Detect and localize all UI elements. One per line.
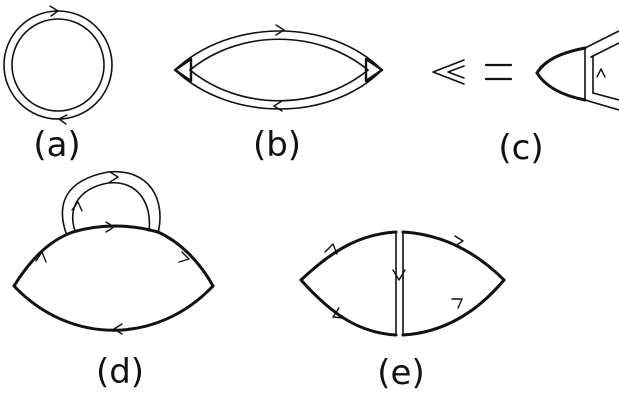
big-vertex-top-dline-b: [591, 43, 619, 57]
arrow-up-icon: [597, 69, 605, 77]
big-vertex-bottom-dline-a: [585, 100, 619, 110]
label-e: (e): [377, 353, 425, 393]
arrow-top-icon: [276, 25, 284, 35]
label-a: (a): [33, 125, 81, 165]
panel-e-split-lens: [301, 232, 504, 335]
loop-outer: [62, 172, 160, 233]
arrow-top-icon: [50, 6, 58, 16]
panel-c-vertex: [433, 31, 619, 110]
arrow-top-mid-icon: [106, 222, 114, 232]
loop-inner-line: [12, 19, 104, 111]
big-vertex-bottom-dline-b: [593, 93, 619, 100]
arrow-top-right-icon: [179, 252, 189, 262]
vertex-right: [366, 59, 382, 81]
arrow-right-top-icon: [455, 236, 463, 246]
left-bottom-arc: [301, 280, 396, 335]
label-d: (d): [95, 352, 145, 392]
arrow-bottom-icon: [114, 324, 122, 334]
right-top-arc: [403, 232, 504, 280]
small-vertex-outer: [433, 60, 464, 84]
loop-inner: [73, 183, 150, 231]
lens-top-mid: [73, 226, 158, 232]
vertex-left: [175, 59, 191, 81]
lens-top-left: [14, 232, 73, 286]
arrow-center-down-icon: [393, 270, 405, 280]
lens-inner-bottom: [190, 70, 368, 101]
panel-d-tadpole: [14, 172, 213, 334]
lens-top-right: [158, 232, 213, 286]
arrow-bottom-icon: [59, 115, 67, 124]
lens-bottom: [14, 286, 213, 330]
label-c: (c): [498, 128, 544, 168]
big-vertex-top-dline-a: [585, 31, 619, 48]
big-vertex-bottom-curve: [537, 73, 585, 100]
big-vertex-top-curve: [537, 48, 585, 73]
lens-outer-top: [175, 31, 382, 70]
arrow-left-bottom-icon: [333, 308, 343, 318]
arrow-left-top-icon: [325, 244, 337, 254]
panel-b-lens: [175, 25, 382, 111]
left-top-arc: [301, 232, 396, 280]
arrow-bottom-icon: [274, 101, 282, 111]
right-bottom-arc: [403, 280, 504, 335]
small-vertex-inner: [448, 66, 464, 78]
arrow-top-left-icon: [36, 252, 46, 262]
lens-inner-top: [190, 39, 368, 70]
panel-a-loop: [4, 6, 112, 124]
loop-outer-line: [4, 11, 112, 119]
arrow-loop-top-icon: [110, 172, 118, 182]
label-b: (b): [252, 125, 302, 165]
arrow-loop-left-icon: [72, 202, 82, 211]
arrow-right-bottom-icon: [452, 299, 462, 308]
